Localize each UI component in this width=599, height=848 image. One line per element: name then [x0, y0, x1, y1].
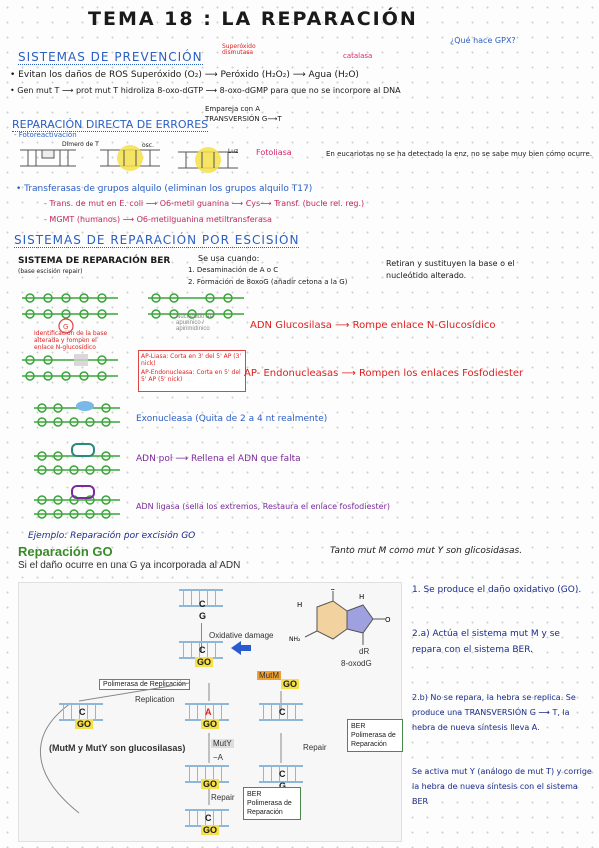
caso-1: 1. Desaminación de A o C — [188, 266, 279, 274]
dimero-label: Dímero de T — [62, 141, 99, 148]
svg-text:H: H — [359, 593, 364, 601]
osc-label: osc. — [142, 142, 155, 149]
oxidative-label: Oxidative damage — [209, 631, 274, 640]
base-go-lc: GO — [201, 779, 220, 789]
svg-text:NH₂: NH₂ — [289, 636, 301, 643]
mutm-label: MutM — [257, 671, 281, 680]
oxodg-label: 8-oxodG — [341, 659, 372, 668]
ber-box-center: BER Polimerasa de Reparación — [243, 787, 301, 820]
ber-ligasa-diagram — [34, 485, 120, 519]
glucosilasa-text: ADN Glucosilasa ⟶ Rompe enlace N-Glucosí… — [250, 320, 496, 331]
go-repair-figure: C G Oxidative damage C GO O O H NH₂ H dR… — [18, 582, 403, 842]
fotoliasa-label: Fotoliasa — [256, 148, 292, 157]
svg-text:G: G — [63, 323, 68, 331]
base-go-mc: GO — [201, 719, 220, 729]
base-a-mc: A — [205, 707, 212, 717]
prevencion-line2: • Gen mut T ⟶ prot mut T hidroliza 8-oxo… — [10, 86, 401, 95]
dna-top — [179, 589, 223, 607]
blue-arrow-icon — [231, 641, 251, 655]
note-empareja: Empareja con A — [205, 105, 261, 113]
question-gpx: ¿Qué hace GPX? — [450, 36, 516, 45]
transferasas-line: • Transferasas de grupos alquilo (elimin… — [16, 184, 312, 194]
replication-label: Replication — [135, 695, 175, 704]
repair-label-center: Repair — [211, 793, 235, 802]
polimerasa-step: ADN pol ⟶ Rellena el ADN que falta — [136, 454, 301, 464]
arrow-oxidative — [201, 623, 202, 653]
section-escision: SISTEMAS DE REPARACIÓN POR ESCISIÓN — [14, 233, 300, 248]
base-c-ml: C — [79, 707, 86, 717]
go-subtitle: Si el daño ocurre en una G ya incorporad… — [18, 560, 241, 571]
svg-text:O: O — [385, 616, 391, 624]
go-heading: Reparación GO — [18, 544, 113, 559]
svg-text:H: H — [297, 601, 302, 609]
ber-exonucleasa-diagram — [34, 401, 120, 427]
sitio-ap-label: Nucleótido AP apurínico / apirimidínico — [176, 314, 214, 332]
base-g-top: G — [199, 611, 207, 621]
go-note-1: 1. Se produce el daño oxidativo (GO). — [412, 585, 582, 595]
8-oxodg-structure: O O H NH₂ H — [289, 589, 391, 645]
photoreactivation-diagram — [20, 145, 238, 173]
base-c-bottom: C — [205, 813, 212, 823]
transferasas-text: • Transferasas de grupos alquilo (elimin… — [16, 184, 313, 194]
go-note-2b: 2.b) No se repara, la hebra se replica. … — [412, 693, 576, 732]
tanto-note: Tanto mut M como mut Y son glicosidasas. — [330, 546, 523, 556]
dr-label: dR — [359, 647, 370, 656]
glucosilasa-step: ADN Glucosilasa ⟶ Rompe enlace N-Glucosí… — [250, 320, 496, 331]
ber-sub: (base escisión repair) — [18, 268, 83, 275]
exonucleasa-step: Exonucleasa (Quita de 2 a 4 nt realmente… — [136, 414, 328, 424]
fotoreactivacion: - Fotoreactivación — [14, 131, 77, 139]
page-title: TEMA 18 : LA REPARACIÓN — [88, 8, 418, 30]
note-transversion: TRANSVERSIÓN G⟶T — [205, 115, 282, 123]
mgmt-line: - MGMT (humanos) ⟶ O6-metilguanina metil… — [44, 215, 272, 224]
dna-mid-right — [259, 703, 303, 721]
note-sod: Superóxido dismutasa — [222, 43, 256, 56]
base-g-lr: G — [279, 781, 287, 791]
repair-label-right: Repair — [303, 743, 327, 752]
ap-endo: AP-Endonucleasa: Corta en 5' del 5' AP (… — [141, 369, 241, 383]
go-note-3: Se activa mut Y (análogo de mut T) y cor… — [412, 767, 592, 806]
caso-2: 2. Formación de 8oxoG (añadir cetona a l… — [188, 278, 348, 286]
base-go-damaged: GO — [195, 657, 214, 667]
section-prevencion: SISTEMAS DE PREVENCIÓN — [18, 50, 203, 65]
section-directa: REPARACIÓN DIRECTA DE ERRORES — [12, 118, 209, 132]
base-go-ml: GO — [75, 719, 94, 729]
ber-polimerasa-diagram — [34, 443, 120, 475]
go-note-2a: 2.a) Actúa el sistema mut M y se repara … — [412, 629, 560, 655]
minus-a-label: −A — [213, 753, 224, 762]
base-c-mr: C — [279, 707, 286, 717]
muty-label: MutY — [211, 739, 234, 748]
base-c-top: C — [199, 599, 206, 609]
polimerasa-replicacion-box: Polimerasa de Replicación — [99, 679, 190, 690]
svg-text:O: O — [330, 589, 336, 592]
eucariotas-note: En eucariotas no se ha detectado la enz,… — [326, 150, 593, 158]
prevencion-line1: • Evitan los daños de ROS Superóxido (O₂… — [10, 70, 359, 80]
note-catalasa: catalasa — [343, 52, 373, 60]
base-c-damaged: C — [199, 645, 206, 655]
ber-glucosilasa-diagram: G — [22, 293, 244, 334]
trans-mut-line: - Trans. de mut en E. coli ⟶ O6-metil gu… — [44, 199, 365, 208]
dna-low-right — [259, 765, 303, 783]
ber-title: SISTEMA DE REPARACIÓN BER — [18, 256, 171, 266]
se-usa: Se usa cuando: — [198, 254, 260, 263]
base-c-lr: C — [279, 769, 286, 779]
mut-note: (MutM y MutY son glucosilasas) — [49, 743, 186, 753]
ber-endonucleasa-diagram — [22, 354, 118, 381]
go-label-right: GO — [281, 679, 300, 689]
ligasa-step: ADN ligasa (sella los extremos, Restaura… — [136, 502, 391, 511]
ap-liasa: AP-Liasa: Corta en 3' del 5' AP (3' nick… — [141, 353, 242, 367]
retiran-note: Retiran y sustituyen la base o el nucleó… — [386, 259, 515, 280]
ejemplo-line: Ejemplo: Reparación por excisión GO — [28, 531, 196, 541]
base-go-bottom: GO — [201, 825, 220, 835]
base-alterada-label: Identificación de la base alterada y rom… — [34, 330, 108, 351]
endonucleasas-step: AP- Endonucleasas ⟶ Rompen los enlaces F… — [244, 368, 524, 379]
ber-box-right: BER Polimerasa de Reparación — [347, 719, 403, 752]
ap-liasa-box: AP-Liasa: Corta en 3' del 5' AP (3' nick… — [138, 350, 246, 392]
